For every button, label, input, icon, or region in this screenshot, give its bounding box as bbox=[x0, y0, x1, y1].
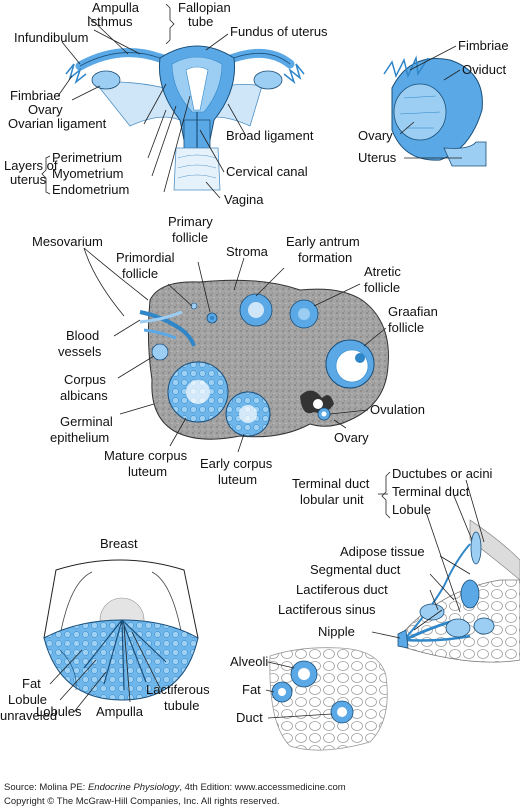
label-mesovarium: Mesovarium bbox=[32, 234, 103, 249]
alveoli-labels: Alveoli Fat Duct bbox=[230, 654, 268, 725]
breast-side-illustration bbox=[397, 519, 520, 663]
label-ovary-mid: Ovary bbox=[334, 430, 369, 445]
label-ovarian-ligament: Ovarian ligament bbox=[8, 116, 107, 131]
label-ovary-right: Ovary bbox=[358, 128, 393, 143]
label-fimbriae-right: Fimbriae bbox=[458, 38, 509, 53]
label-lactiferous-tubule: tubule bbox=[164, 698, 199, 713]
label-ovulation: Ovulation bbox=[370, 402, 425, 417]
source-title: Endocrine Physiology bbox=[88, 782, 181, 793]
label-graafian: Graafian bbox=[388, 304, 438, 319]
label-lobule-unraveled-1: Lobule bbox=[8, 692, 47, 707]
label-ampulla: Ampulla bbox=[92, 0, 140, 15]
label-vagina: Vagina bbox=[224, 192, 264, 207]
label-ampulla-breast: Ampulla bbox=[96, 704, 144, 719]
label-infundibulum: Infundibulum bbox=[14, 30, 88, 45]
label-blood: Blood bbox=[66, 328, 99, 343]
label-terminal-duct-right: Terminal duct bbox=[392, 484, 470, 499]
source-line: Source: Molina PE: Endocrine Physiology,… bbox=[4, 782, 346, 793]
copyright-line: Copyright © The McGraw-Hill Companies, I… bbox=[4, 796, 280, 807]
label-early-corpus: Early corpus bbox=[200, 456, 273, 471]
label-fundus: Fundus of uterus bbox=[230, 24, 328, 39]
label-uterus: uterus bbox=[10, 172, 47, 187]
source-suffix: , 4th Edition: www.accessmedicine.com bbox=[179, 782, 345, 793]
label-cervical-canal: Cervical canal bbox=[226, 164, 308, 179]
label-primary: Primary bbox=[168, 214, 213, 229]
label-mature-corpus: Mature corpus bbox=[104, 448, 188, 463]
oviduct-labels: Fimbriae Oviduct Ovary Uterus bbox=[358, 38, 509, 165]
label-fimbriae: Fimbriae bbox=[10, 88, 61, 103]
label-atretic: Atretic bbox=[364, 264, 401, 279]
label-fat-alveoli: Fat bbox=[242, 682, 261, 697]
ovary-leader-lines bbox=[83, 247, 387, 453]
breast-front-leader-lines bbox=[49, 625, 161, 713]
label-mature-corpus-luteum: luteum bbox=[128, 464, 167, 479]
label-lactiferous: Lactiferous bbox=[146, 682, 210, 697]
label-lobule-unraveled-2: unraveled bbox=[0, 708, 57, 723]
label-epithelium: epithelium bbox=[50, 430, 109, 445]
label-lobule: Lobule bbox=[392, 502, 431, 517]
uterus-leader-lines bbox=[41, 3, 247, 199]
label-fallopian-tube: tube bbox=[188, 14, 213, 29]
label-graafian-follicle: follicle bbox=[388, 320, 424, 335]
label-fallopian: Fallopian bbox=[178, 0, 231, 15]
label-ovary: Ovary bbox=[28, 102, 63, 117]
ovary-illustration bbox=[139, 279, 389, 440]
label-terminal-duct: Terminal duct bbox=[292, 476, 370, 491]
label-early-antrum: Early antrum bbox=[286, 234, 360, 249]
label-ductubes: Ductubes or acini bbox=[392, 466, 493, 481]
label-adipose: Adipose tissue bbox=[340, 544, 425, 559]
label-lactiferous-duct: Lactiferous duct bbox=[296, 582, 388, 597]
breast-side-leader-lines bbox=[371, 471, 485, 639]
source-prefix: Source: Molina PE: bbox=[4, 782, 88, 793]
label-early-antrum-formation: formation bbox=[298, 250, 352, 265]
label-segmental: Segmental duct bbox=[310, 562, 401, 577]
label-stroma: Stroma bbox=[226, 244, 269, 259]
label-duct: Duct bbox=[236, 710, 263, 725]
label-atretic-follicle: follicle bbox=[364, 280, 400, 295]
label-albicans: albicans bbox=[60, 388, 108, 403]
oviduct-illustration bbox=[383, 55, 487, 167]
label-primordial-follicle: follicle bbox=[122, 266, 158, 281]
label-lactiferous-sinus: Lactiferous sinus bbox=[278, 602, 376, 617]
label-early-corpus-luteum: luteum bbox=[218, 472, 257, 487]
label-endometrium: Endometrium bbox=[52, 182, 129, 197]
label-breast: Breast bbox=[100, 536, 138, 551]
label-uterus-right: Uterus bbox=[358, 150, 397, 165]
source-credit: Source: Molina PE: Endocrine Physiology,… bbox=[4, 782, 346, 807]
label-broad-ligament: Broad ligament bbox=[226, 128, 314, 143]
label-fat: Fat bbox=[22, 676, 41, 691]
oviduct-leader-lines bbox=[399, 45, 462, 159]
label-oviduct: Oviduct bbox=[462, 62, 506, 77]
label-lobular-unit: lobular unit bbox=[300, 492, 364, 507]
alveoli-leader-lines bbox=[265, 661, 333, 719]
label-layers-of: Layers of bbox=[4, 158, 58, 173]
ovary-labels: Mesovarium Primary follicle Primordial f… bbox=[32, 214, 438, 487]
alveoli-section-illustration bbox=[269, 647, 388, 751]
label-germinal: Germinal bbox=[60, 414, 113, 429]
uterus-illustration bbox=[65, 45, 305, 191]
label-primary-follicle: follicle bbox=[172, 230, 208, 245]
breast-front-labels: Breast Fat Lobule unraveled Lobules Ampu… bbox=[0, 536, 210, 723]
label-lobules: Lobules bbox=[36, 704, 82, 719]
label-isthmus: Isthmus bbox=[87, 14, 133, 29]
uterus-labels: Ampulla Isthmus Fallopian tube Fundus of… bbox=[4, 0, 328, 207]
breast-front-illustration bbox=[43, 559, 199, 701]
label-corpus: Corpus bbox=[64, 372, 106, 387]
label-vessels: vessels bbox=[58, 344, 102, 359]
label-alveoli: Alveoli bbox=[230, 654, 268, 669]
label-primordial: Primordial bbox=[116, 250, 175, 265]
label-nipple: Nipple bbox=[318, 624, 355, 639]
label-myometrium: Myometrium bbox=[52, 166, 124, 181]
breast-side-labels: Terminal duct lobular unit Ductubes or a… bbox=[278, 466, 493, 639]
label-perimetrium: Perimetrium bbox=[52, 150, 122, 165]
